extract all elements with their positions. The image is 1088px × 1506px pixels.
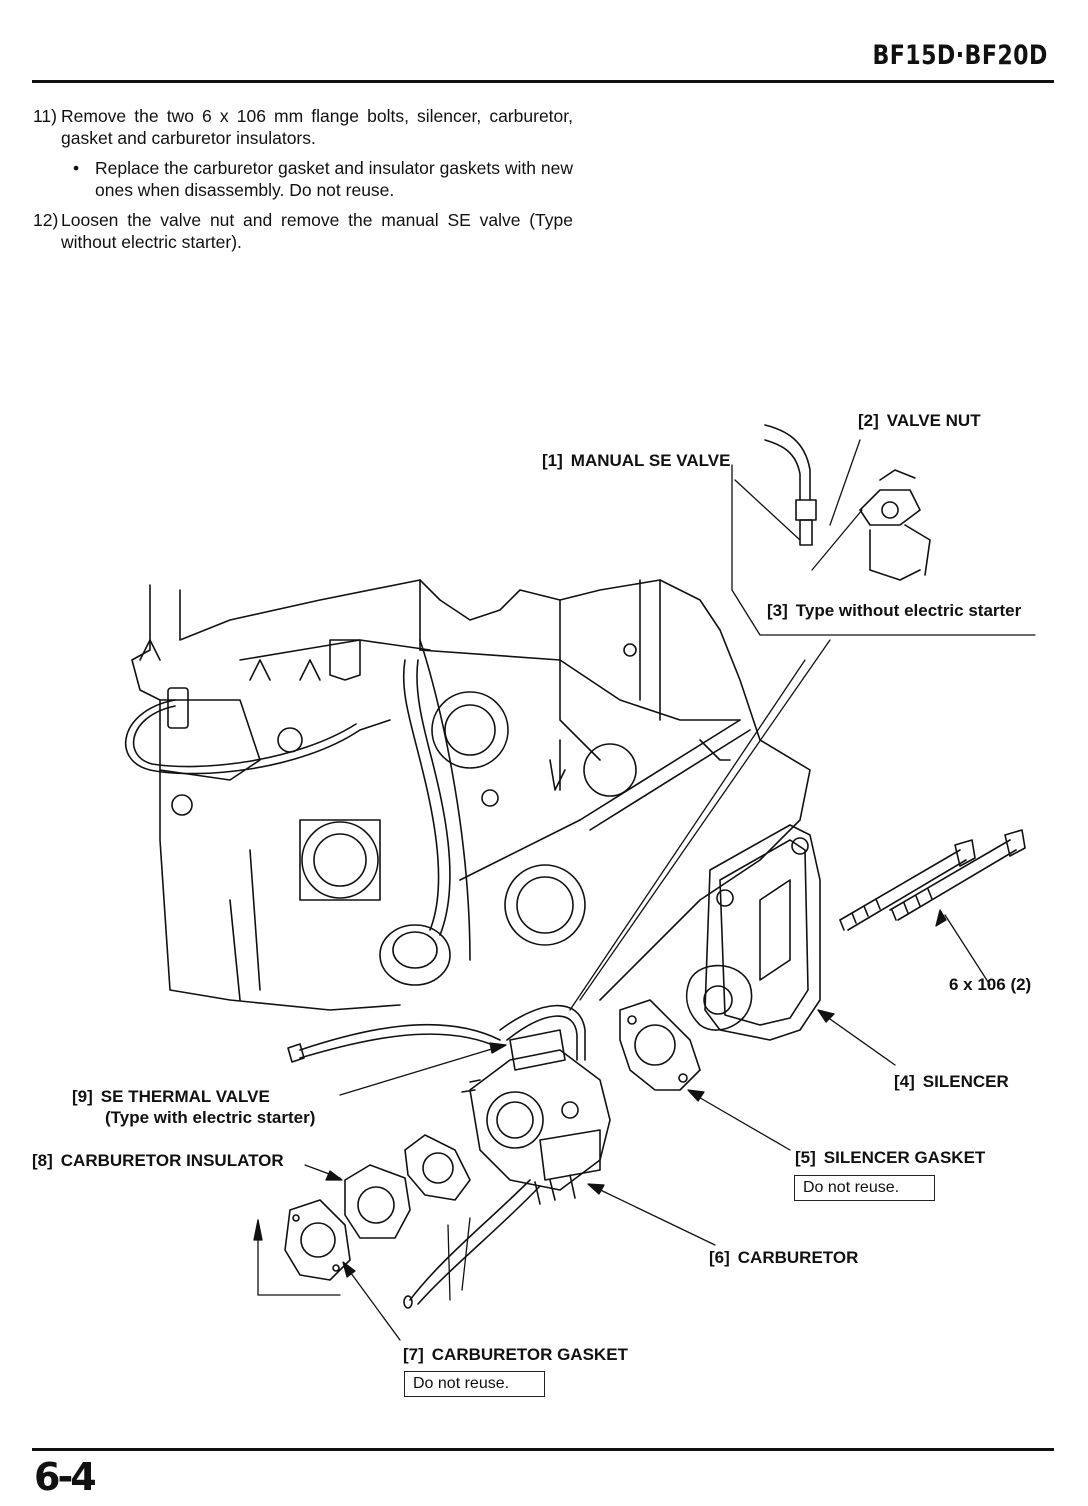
step-11: 11) Remove the two 6 x 106 mm flange bol… [33, 105, 573, 149]
callout-valve-nut: [2] VALVE NUT [858, 411, 981, 431]
callout-se-thermal-valve-note: (Type with electric starter) [105, 1108, 316, 1127]
callout-manual-se-valve: [1] MANUAL SE VALVE [542, 451, 730, 471]
callout-number: [6] [709, 1248, 730, 1267]
callout-text: SE THERMAL VALVE [100, 1087, 270, 1106]
bullet-text: Replace the carburetor gasket and insula… [95, 158, 573, 200]
callout-number: [3] [767, 601, 788, 620]
callout-carburetor-gasket: [7] CARBURETOR GASKET [403, 1345, 628, 1365]
callout-number: [5] [795, 1148, 816, 1167]
callout-text: MANUAL SE VALVE [570, 451, 731, 470]
silencer-drawing [685, 824, 821, 1041]
header-rule [32, 80, 1054, 83]
leader-lines [253, 439, 1036, 1341]
step-number: 12) [33, 210, 59, 230]
callout-number: [7] [403, 1345, 424, 1364]
callout-text: 6 x 106 (2) [949, 975, 1032, 994]
callout-flange-bolts: 6 x 106 (2) [949, 975, 1031, 995]
carburetor-insulator-drawing [344, 1134, 471, 1239]
callout-carburetor-insulator: [8] CARBURETOR INSULATOR [32, 1151, 284, 1171]
silencer-gasket-note: Do not reuse. [794, 1175, 935, 1201]
footer-rule [32, 1448, 1054, 1451]
step-text: Loosen the valve nut and remove the manu… [61, 210, 573, 252]
instruction-steps: 11) Remove the two 6 x 106 mm flange bol… [33, 105, 573, 261]
callout-text: SILENCER [922, 1072, 1009, 1091]
carburetor-gasket-note: Do not reuse. [404, 1371, 545, 1397]
step-number: 11) [33, 106, 57, 126]
callout-number: [1] [542, 451, 563, 470]
callout-silencer: [4] SILENCER [894, 1072, 1009, 1092]
callout-text: Type without electric starter [795, 601, 1022, 620]
carburetor-drawing [287, 1004, 611, 1309]
callout-text: CARBURETOR INSULATOR [60, 1151, 284, 1170]
manual-se-valve-drawing [764, 424, 931, 581]
step-text: Remove the two 6 x 106 mm flange bolts, … [61, 106, 573, 148]
carburetor-gasket-drawing [284, 1199, 351, 1281]
callout-carburetor: [6] CARBURETOR [709, 1248, 858, 1268]
step-bullet: • Replace the carburetor gasket and insu… [33, 157, 573, 201]
callout-text: CARBURETOR [737, 1248, 859, 1267]
callout-text: SILENCER GASKET [823, 1148, 986, 1167]
callout-number: [4] [894, 1072, 915, 1091]
flange-bolts-drawing [839, 829, 1026, 931]
step-12: 12) Loosen the valve nut and remove the … [33, 209, 573, 253]
callout-type-without-electric-starter: [3] Type without electric starter [767, 601, 1021, 621]
callout-number: [9] [72, 1087, 93, 1106]
callout-text: CARBURETOR GASKET [431, 1345, 628, 1364]
bullet-dot: • [73, 158, 80, 178]
callout-number: [2] [858, 411, 879, 430]
callout-text: VALVE NUT [886, 411, 981, 430]
callout-silencer-gasket: [5] SILENCER GASKET [795, 1148, 985, 1168]
page-header-title: BF15D·BF20D [872, 40, 1048, 71]
callout-se-thermal-valve: [9] SE THERMAL VALVE [72, 1087, 270, 1107]
callout-number: [8] [32, 1151, 53, 1170]
engine-block-drawing [124, 579, 811, 1011]
page-number: 6-4 [34, 1455, 97, 1499]
silencer-gasket-drawing [619, 999, 701, 1091]
